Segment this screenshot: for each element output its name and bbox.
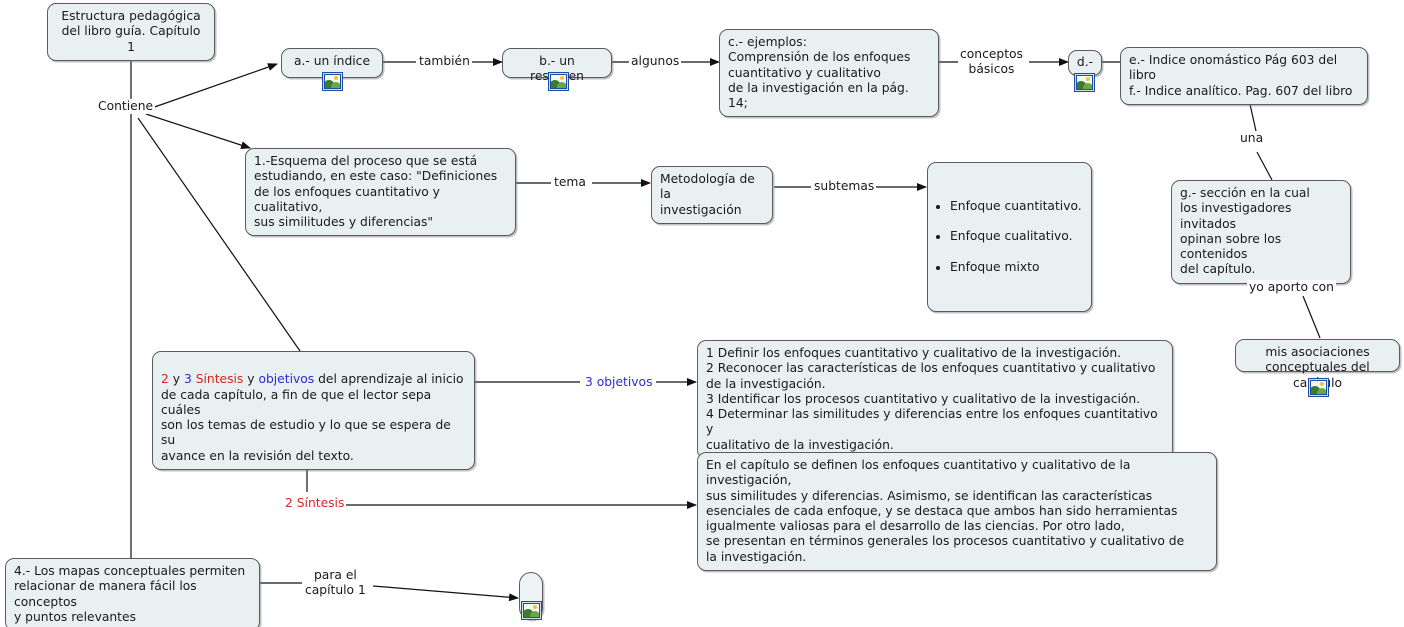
edge-contiene-indice [145,63,278,111]
edge-label-tambien: también [417,54,472,69]
list-item: Enfoque mixto [950,260,1083,275]
edge-label-contiene: Contiene [96,99,156,114]
edge-label-tres-objetivos: 3 objetivos [583,375,655,390]
edge-aporto-asociaciones [1302,295,1321,339]
word-objetivos: objetivos [258,372,315,387]
edge-label-blank [372,585,519,602]
picture-icon-resumen-wrap[interactable] [548,72,569,91]
edge-label-tema: tema [552,175,588,190]
picture-icon-hill-right [530,611,539,617]
picture-icon-sun [533,605,537,609]
picture-icon-hill-left [1311,386,1321,394]
node-objetivos-list[interactable]: 1 Definir los enfoques cuantitativo y cu… [697,340,1173,460]
picture-icon-hill-left [325,80,335,88]
picture-icon-sun [1086,77,1090,81]
sep-1: y [168,372,184,387]
picture-icon-hill-right [557,82,566,88]
list-item: Enfoque cuantitativo. [950,199,1083,214]
picture-icon-sun [334,76,338,80]
edge-label-dos-sintesis: 2 Síntesis [283,496,347,511]
node-seccion-g[interactable]: g.- sección en la cual los investigadore… [1171,180,1351,284]
picture-icon-sun [1320,382,1324,386]
picture-icon [523,603,540,618]
edge-label-algunos: algunos [629,54,682,69]
picture-icon-hill-right [1317,388,1326,394]
picture-icon-hill-left [551,80,561,88]
picture-icon [324,74,341,89]
node-sintesis-text[interactable]: En el capítulo se definen los enfoques c… [697,452,1217,572]
picture-icon-indice-wrap[interactable] [322,72,343,91]
node-metodologia[interactable]: Metodología de la investigación [651,166,773,224]
node-mapas[interactable]: 4.- Los mapas conceptuales permiten rela… [5,558,260,627]
sep-3: y [243,372,259,387]
num-3: 3 [183,372,192,387]
node-esquema[interactable]: 1.-Esquema del proceso que se está estud… [245,148,516,237]
word-sintesis: Síntesis [195,372,244,387]
node-indices-ef[interactable]: e.- Indice onomástico Pág 603 del libro … [1120,47,1368,105]
node-d[interactable]: d.- [1068,50,1102,76]
node-sintesis-objetivos[interactable]: 2 y 3 Síntesis y objetivos del aprendiza… [152,351,475,471]
picture-icon [1310,380,1327,395]
picture-icon [550,74,567,89]
edge-label-subtemas: subtemas [812,179,877,194]
picture-icon-blank-wrap[interactable] [521,601,542,620]
node-ejemplos[interactable]: c.- ejemplos: Comprensión de los enfoque… [719,29,939,118]
picture-icon-asociaciones-wrap[interactable] [1308,378,1329,397]
picture-icon [1076,75,1093,90]
num-2: 2 [161,372,169,387]
node-enfoques[interactable]: Enfoque cuantitativo. Enfoque cualitativ… [927,162,1092,312]
edge-label-para-el-capitulo: para el capítulo 1 [303,568,368,598]
picture-icon-hill-left [1077,81,1087,89]
picture-icon-d-wrap[interactable] [1074,73,1095,92]
edge-una-seccion [1256,151,1273,181]
node-root[interactable]: Estructura pedagógica del libro guía. Ca… [47,3,215,61]
picture-icon-hill-right [1083,83,1092,89]
edge-contiene-esquema [145,113,251,150]
list-item: Enfoque cualitativo. [950,229,1083,244]
edge-label-conceptos-basicos: conceptos básicos [958,47,1025,77]
picture-icon-hill-left [524,609,534,617]
picture-icon-sun [560,76,564,80]
sintesis-rest: del aprendizaje al inicio de cada capítu… [161,372,464,463]
node-asociaciones[interactable]: mis asociaciones conceptuales del capítu… [1235,339,1400,390]
edge-label-yo-aporto-con: yo aporto con [1247,280,1336,295]
picture-icon-hill-right [331,82,340,88]
node-resumen[interactable]: b.- un resumen [502,48,612,83]
enfoques-list: Enfoque cuantitativo. Enfoque cualitativ… [936,183,1083,290]
edge-label-una: una [1238,131,1266,146]
